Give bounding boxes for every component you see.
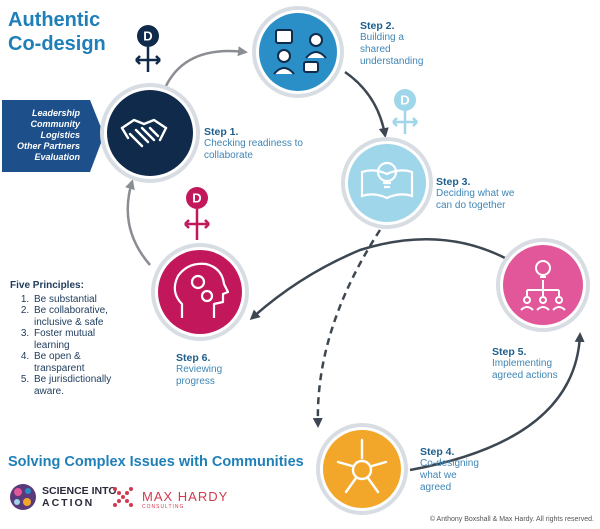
arrow-label: Community <box>30 119 81 129</box>
principle-item: Be open & transparent <box>32 351 104 374</box>
decision-label-2: D <box>400 93 409 108</box>
input-arrow-labels: Leadership Community Logistics Other Par… <box>2 98 102 172</box>
arrow-step2-to-step3 <box>344 70 389 138</box>
step2-node <box>252 6 344 98</box>
science-into-action-logo: SCIENCE INTO ACTION <box>8 480 116 514</box>
principles-heading: Five Principles: <box>10 280 84 291</box>
principle-item: Be jurisdictionally aware. <box>32 374 126 397</box>
step2-desc-line: understanding <box>360 56 424 67</box>
step1-node <box>100 83 200 183</box>
step5-desc-line: Implementing <box>492 358 553 369</box>
arrow-label: Logistics <box>40 130 80 140</box>
step6-desc-line: progress <box>176 376 215 387</box>
step4-label: Step 4. Co-designing what we agreed <box>420 446 479 494</box>
step3-node <box>341 137 433 229</box>
arrow-step6-to-step1 <box>125 179 151 266</box>
step4-node <box>316 423 408 515</box>
principle-item: Be collaborative, inclusive & safe <box>32 305 126 328</box>
max-hardy-logo: MAX HARDY CONSULTING <box>110 480 230 514</box>
decision-label-1: D <box>143 29 152 44</box>
logo2-name: MAX HARDY <box>142 489 229 504</box>
joined-hands-icon <box>336 438 388 494</box>
logo1-line2: ACTION <box>42 497 95 509</box>
step4-title: Step 4. <box>420 446 455 458</box>
step2-desc-line: Building a <box>360 32 404 43</box>
step3-label: Step 3. Deciding what we can do together <box>436 176 514 212</box>
five-principles: Five Principles: Be substantial Be colla… <box>10 280 126 397</box>
page-title: Authentic Co-design <box>8 8 106 56</box>
principle-item: Foster mutual learning <box>32 328 104 351</box>
step6-title: Step 6. <box>176 352 211 364</box>
step4-desc-line: agreed <box>420 482 452 493</box>
step6-label: Step 6. Reviewing progress <box>176 352 222 388</box>
decision-label-3: D <box>192 191 201 206</box>
step5-label: Step 5. Implementing agreed actions <box>492 346 558 382</box>
arrow-step3-to-step4 <box>312 229 382 428</box>
step6-desc-line: Reviewing <box>176 364 223 375</box>
cross-dots-icon <box>113 487 133 507</box>
arrow-step5-to-step6 <box>249 238 506 321</box>
footer-title: Solving Complex Issues with Communities <box>8 454 304 470</box>
step1-desc-line: Checking readiness to <box>204 138 303 149</box>
input-arrow-panel <box>2 100 104 172</box>
step3-desc-line: can do together <box>436 200 506 211</box>
decision-marker-1 <box>135 25 161 72</box>
idea-network-icon <box>520 260 566 311</box>
arrow-label: Other Partners <box>16 141 80 151</box>
page-title-line1: Authentic <box>8 9 101 31</box>
page-title-line2: Co-design <box>8 33 106 55</box>
book-bulb-icon <box>360 161 414 200</box>
people-discussion-icon <box>273 29 327 75</box>
step5-desc-line: agreed actions <box>492 370 558 381</box>
step1-title: Step 1. <box>204 126 239 138</box>
step4-desc-line: what we <box>420 470 457 481</box>
handshake-icon <box>120 118 168 148</box>
logo2-sub: CONSULTING <box>142 504 185 510</box>
step3-desc-line: Deciding what we <box>436 188 515 199</box>
molecule-icon <box>10 484 36 510</box>
step3-title: Step 3. <box>436 176 471 188</box>
step1-label: Step 1. Checking readiness to collaborat… <box>204 126 303 162</box>
decision-marker-3 <box>184 187 210 240</box>
arrow-label: Leadership <box>31 108 80 118</box>
step1-desc-line: collaborate <box>204 150 253 161</box>
copyright-notice: © Anthony Boxshall & Max Hardy. All righ… <box>429 516 594 523</box>
step5-title: Step 5. <box>492 346 527 358</box>
arrow-label: Evaluation <box>34 152 80 162</box>
step2-label: Step 2. Building a shared understanding <box>360 20 423 68</box>
arrow-step4-to-step5 <box>409 332 585 472</box>
arrow-step1-to-step2 <box>163 46 248 89</box>
step4-desc-line: Co-designing <box>420 458 479 469</box>
step6-node <box>151 243 249 341</box>
logo1-line1: SCIENCE INTO <box>42 485 117 497</box>
principle-item: Be substantial <box>32 294 126 306</box>
step5-node <box>496 238 590 332</box>
decision-marker-2 <box>392 89 418 134</box>
step2-title: Step 2. <box>360 20 395 32</box>
principles-list: Be substantial Be collaborative, inclusi… <box>10 294 126 398</box>
head-gears-icon <box>173 262 230 318</box>
step2-desc-line: shared <box>360 44 391 55</box>
